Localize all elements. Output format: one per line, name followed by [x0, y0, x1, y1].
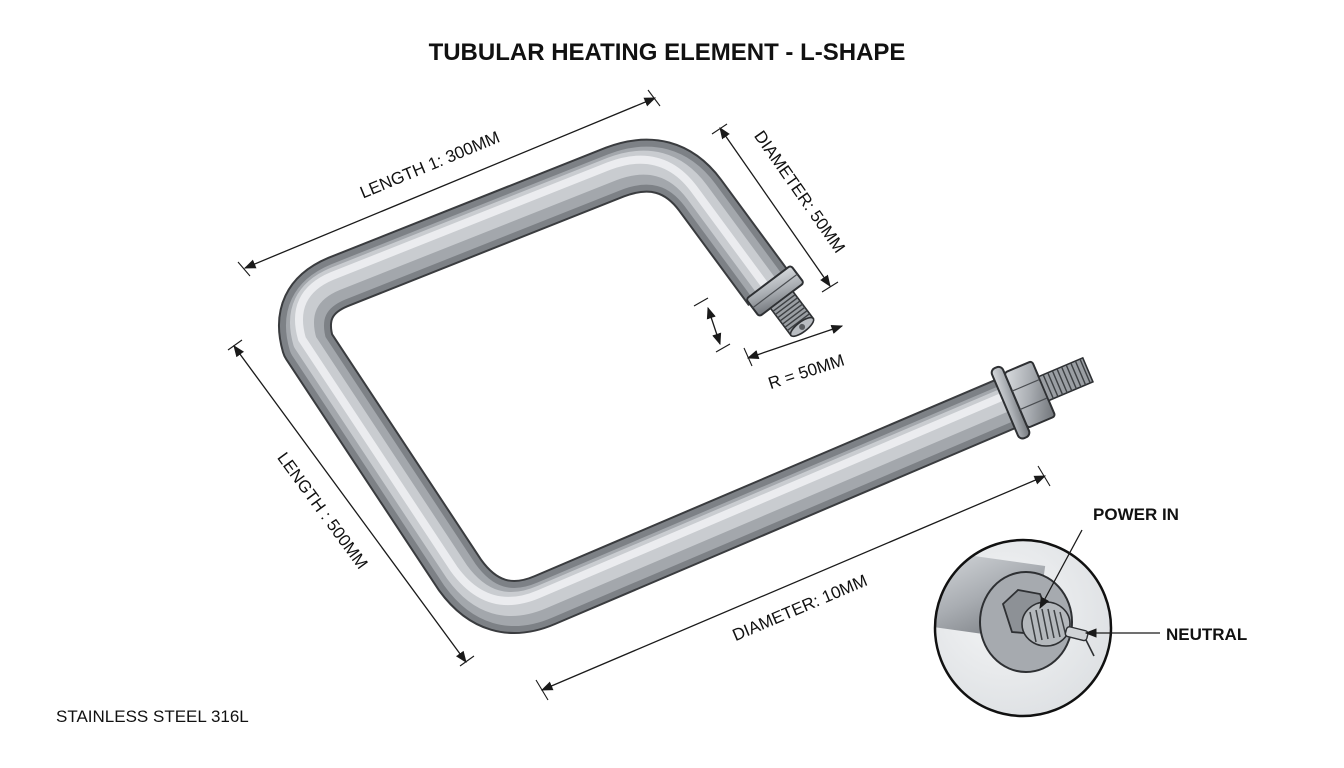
terminal-detail-view — [933, 538, 1113, 718]
label-bend-radius: R = 50MM — [766, 351, 847, 393]
material-note: STAINLESS STEEL 316L — [56, 707, 249, 726]
label-diameter-tube: DIAMETER: 10MM — [730, 571, 870, 645]
tube-body — [278, 138, 1021, 634]
diagram-title: TUBULAR HEATING ELEMENT - L-SHAPE — [429, 39, 906, 66]
callout-leaders — [1039, 529, 1160, 638]
lower-terminal — [990, 356, 1094, 440]
label-neutral: NEUTRAL — [1166, 625, 1247, 644]
label-power-in: POWER IN — [1093, 505, 1179, 524]
dimension-lines — [227, 89, 1051, 701]
